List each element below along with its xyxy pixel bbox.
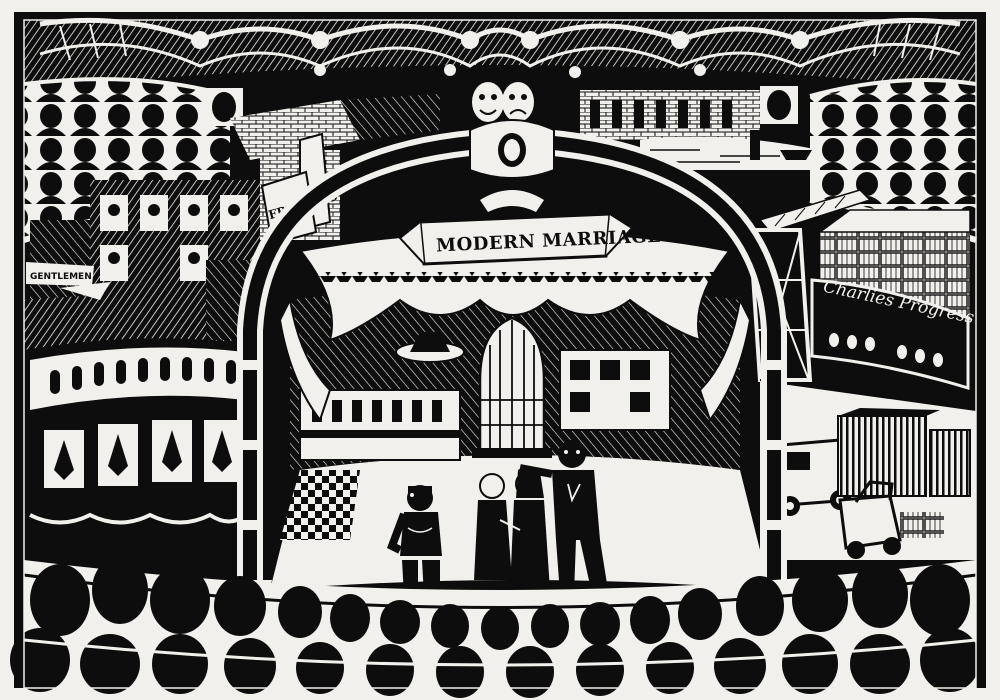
ceiling-canopy	[24, 17, 976, 90]
performers	[386, 440, 608, 606]
arch-ornament	[469, 119, 555, 212]
gentlemen-sign-text: GENTLEMEN	[30, 272, 92, 282]
left-carousel	[24, 260, 250, 550]
theatre-masks	[205, 82, 798, 126]
stage-curtains	[278, 228, 752, 423]
lorry	[768, 408, 971, 516]
modern-marriage-banner: MODERN MARRIAGE	[398, 212, 662, 266]
inner-frame	[23, 19, 977, 689]
forklift	[838, 480, 944, 559]
foreground-audience	[10, 556, 980, 698]
harbour-background	[580, 90, 820, 170]
gentlemen-sign: GENTLEMEN	[26, 262, 110, 300]
